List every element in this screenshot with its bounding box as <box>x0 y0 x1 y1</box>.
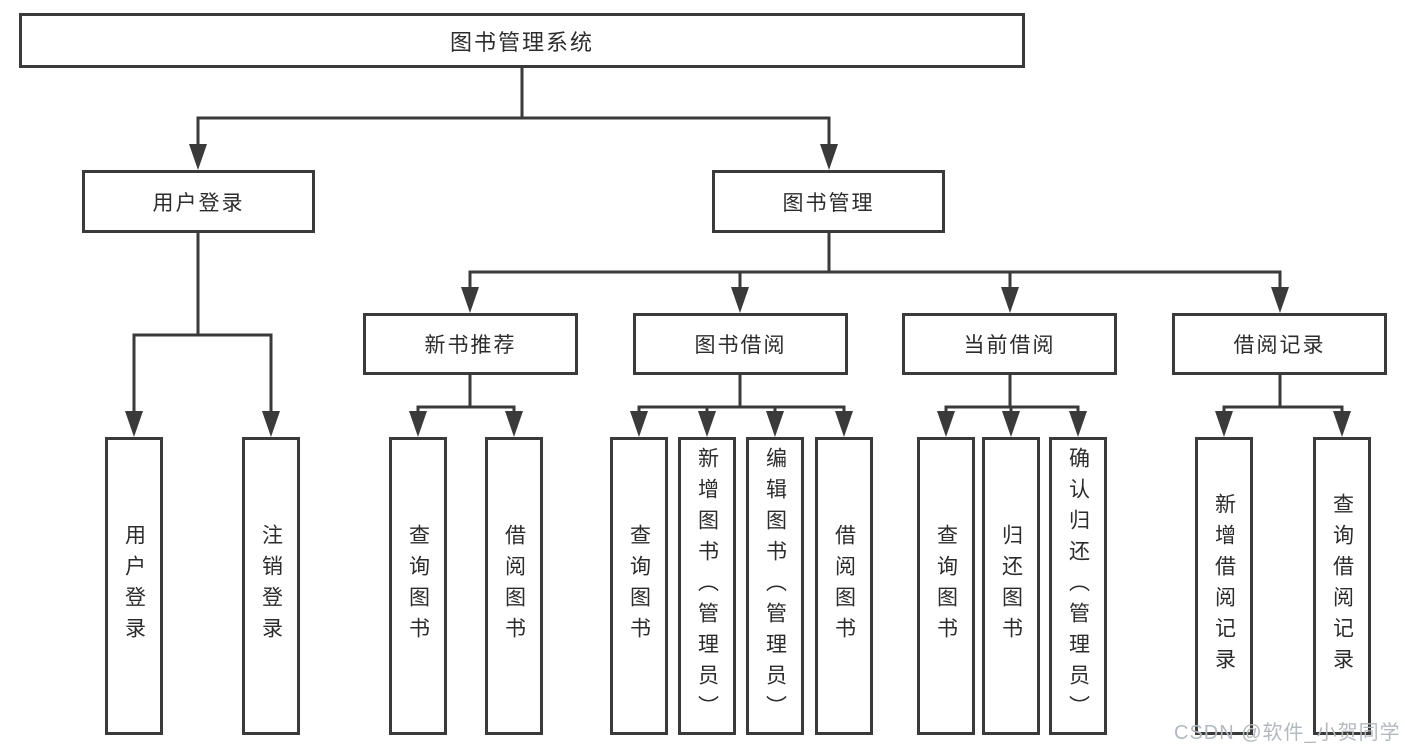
node-label: 新增借阅记录 <box>1212 493 1236 679</box>
node-new-book-recommend: 新书推荐 <box>363 313 578 375</box>
node-label: 新书推荐 <box>424 334 517 357</box>
leaf-borrow-books-recommend: 借阅图书 <box>485 437 543 735</box>
node-label: 编辑图书（管理员） <box>763 446 787 726</box>
node-label: 归还图书 <box>999 524 1023 648</box>
leaf-query-books-recommend: 查询图书 <box>389 437 447 735</box>
node-label: 借阅图书 <box>832 524 856 648</box>
node-label: 确认归还（管理员） <box>1066 446 1090 726</box>
leaf-confirm-return-admin: 确认归还（管理员） <box>1049 437 1107 735</box>
leaf-user-login: 用户登录 <box>105 437 163 735</box>
node-label: 图书管理系统 <box>449 29 594 55</box>
node-label: 图书管理 <box>782 191 875 215</box>
node-label: 用户登录 <box>122 524 146 648</box>
node-borrow-records: 借阅记录 <box>1172 313 1387 375</box>
node-label: 查询图书 <box>934 524 958 648</box>
leaf-return-books: 归还图书 <box>982 437 1040 735</box>
leaf-logout: 注销登录 <box>242 437 300 735</box>
leaf-query-borrow-record: 查询借阅记录 <box>1313 437 1371 735</box>
leaf-borrow-books: 借阅图书 <box>815 437 873 735</box>
node-label: 图书借阅 <box>694 334 787 357</box>
node-label: 新增图书（管理员） <box>695 446 719 726</box>
leaf-add-books-admin: 新增图书（管理员） <box>678 437 736 735</box>
node-label: 借阅图书 <box>502 524 526 648</box>
node-label: 用户登录 <box>152 191 245 215</box>
node-label: 注销登录 <box>259 524 283 648</box>
node-label: 当前借阅 <box>963 334 1056 357</box>
node-label: 查询借阅记录 <box>1330 493 1354 679</box>
node-library-management-system: 图书管理系统 <box>19 13 1025 68</box>
leaf-add-borrow-record: 新增借阅记录 <box>1195 437 1253 735</box>
node-label: 借阅记录 <box>1233 334 1326 357</box>
leaf-query-books-borrow: 查询图书 <box>610 437 668 735</box>
node-label: 查询图书 <box>406 524 430 648</box>
node-book-borrow: 图书借阅 <box>633 313 848 375</box>
node-label: 查询图书 <box>627 524 651 648</box>
leaf-edit-books-admin: 编辑图书（管理员） <box>746 437 804 735</box>
leaf-query-books-current: 查询图书 <box>917 437 975 735</box>
arrowhead-icons <box>125 144 1351 437</box>
node-book-management: 图书管理 <box>712 170 945 233</box>
node-current-borrow: 当前借阅 <box>902 313 1117 375</box>
csdn-watermark: CSDN @软件_小贺同学 <box>1174 722 1401 744</box>
node-user-login: 用户登录 <box>82 170 315 233</box>
